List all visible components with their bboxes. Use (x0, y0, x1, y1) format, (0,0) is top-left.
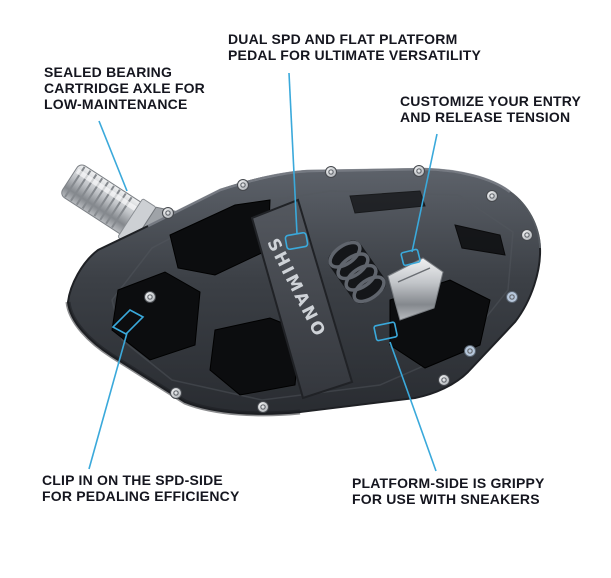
callout-text-line: CARTRIDGE AXLE FOR (44, 80, 205, 96)
callout-text-line: AND RELEASE TENSION (400, 109, 571, 125)
pin (486, 190, 498, 202)
pin (257, 401, 269, 413)
pin (438, 374, 450, 386)
pedal-spd-clip (387, 257, 444, 321)
callout-text-line: FOR USE WITH SNEAKERS (352, 491, 540, 507)
callout-text-line: CLIP IN ON THE SPD-SIDE (42, 472, 223, 488)
callout-text-line: LOW-MAINTENANCE (44, 96, 188, 112)
leader-line-customize (411, 133, 438, 253)
callout-dual-spd: DUAL SPD AND FLAT PLATFORM PEDAL FOR ULT… (228, 31, 481, 63)
pin (170, 387, 182, 399)
callout-text-line: CUSTOMIZE YOUR ENTRY (400, 93, 582, 109)
pedal-cutouts (111, 190, 506, 396)
pin (325, 166, 337, 178)
callout-marker-customize (400, 248, 421, 267)
callout-clip-in: CLIP IN ON THE SPD-SIDE FOR PEDALING EFF… (42, 472, 240, 504)
pedal-illustration: SHIMANO (61, 164, 542, 417)
pin (413, 165, 425, 177)
pin-blue (506, 291, 518, 303)
pedal-right-edge-highlight (509, 191, 541, 249)
pin (237, 179, 249, 191)
pin (521, 229, 533, 241)
pin (144, 291, 156, 303)
callout-marker-platform-side (373, 321, 398, 342)
callout-text-line: PEDAL FOR ULTIMATE VERSATILITY (228, 47, 482, 63)
leader-line-dual-spd (288, 72, 298, 235)
pin-blue (464, 345, 476, 357)
callout-marker-clip-in (111, 309, 145, 335)
pedal-near-edge (65, 301, 301, 417)
callout-text-line: DUAL SPD AND FLAT PLATFORM (228, 31, 458, 47)
callout-text-line: SEALED BEARING (44, 64, 173, 80)
callout-text-line: FOR PEDALING EFFICIENCY (42, 488, 240, 504)
pedal-spring (328, 240, 386, 304)
leader-line-platform-side (389, 341, 437, 472)
leader-line-clip-in (88, 332, 128, 470)
pedal-pins (144, 165, 533, 413)
callout-sealed-bearing: SEALED BEARING CARTRIDGE AXLE FOR LOW-MA… (44, 64, 205, 112)
callout-marker-dual-spd (284, 231, 309, 251)
callout-text-line: PLATFORM-SIDE IS GRIPPY (352, 475, 545, 491)
callout-customize: CUSTOMIZE YOUR ENTRY AND RELEASE TENSION (400, 93, 581, 125)
callout-platform-side: PLATFORM-SIDE IS GRIPPY FOR USE WITH SNE… (352, 475, 545, 507)
pedal-spd-clip-detail (397, 267, 431, 283)
pedal-center-cage (250, 198, 354, 400)
leader-line-sealed-bearing (98, 120, 128, 192)
pin (162, 207, 174, 219)
callout-leaders (88, 72, 438, 472)
